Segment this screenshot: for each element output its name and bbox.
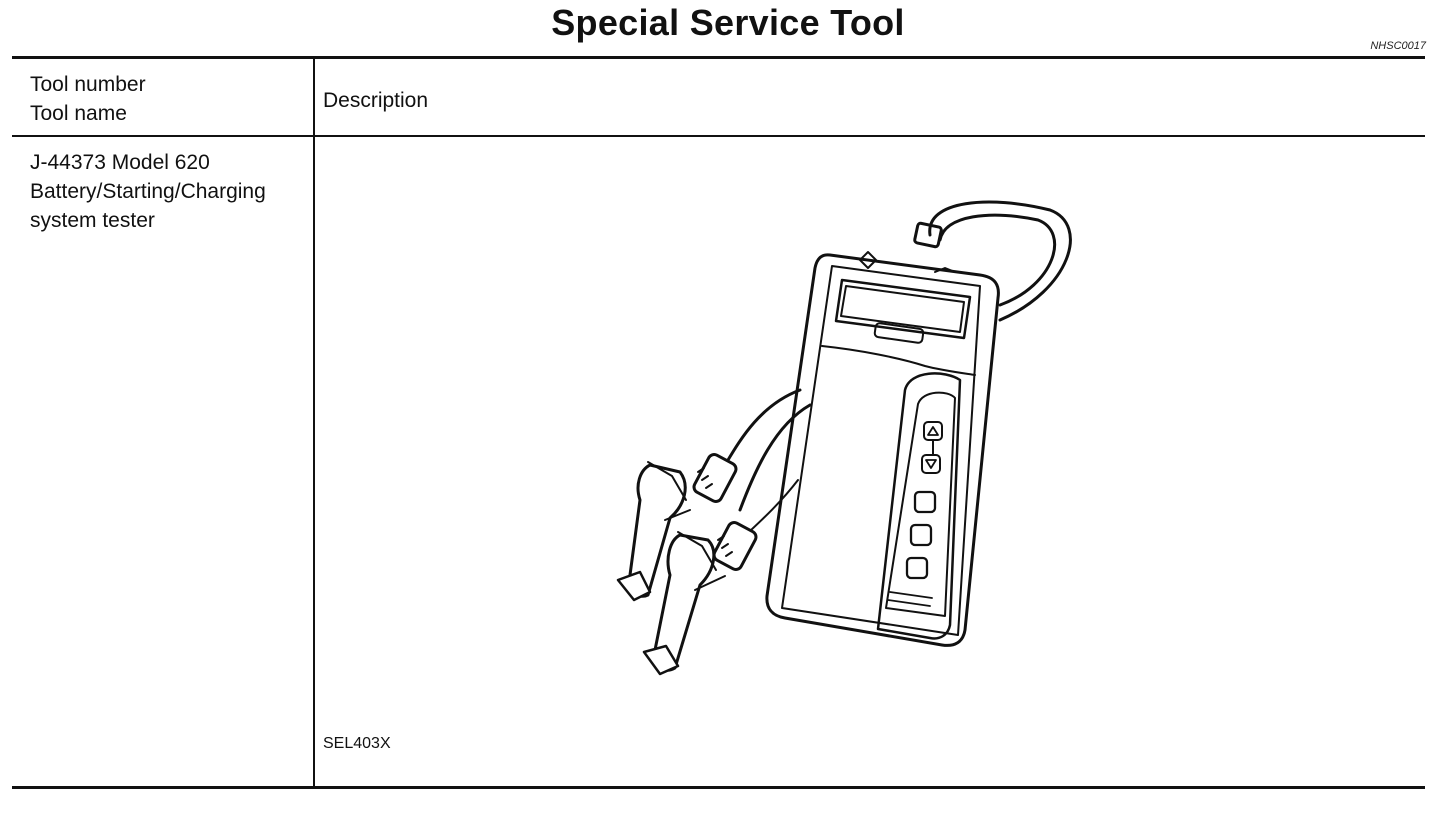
tool-name-line-2: system tester [30, 209, 155, 232]
table-column-divider [313, 58, 315, 788]
header-description: Description [323, 89, 429, 112]
header-tool-number: Tool number [30, 73, 146, 96]
battery-tester-illustration-icon [560, 180, 1120, 690]
header-tool-name: Tool name [30, 102, 127, 125]
table-bottom-rule [12, 786, 1425, 789]
section-code: NHSC0017 [1370, 40, 1426, 52]
table-header-rule [12, 135, 1425, 137]
table-top-rule [12, 56, 1425, 59]
tool-name-line-1: Battery/Starting/Charging [30, 180, 266, 203]
tool-number: J-44373 Model 620 [30, 151, 210, 174]
figure-code: SEL403X [323, 735, 391, 752]
page-title: Special Service Tool [551, 2, 905, 43]
table-row: J-44373 Model 620 Battery/Starting/Charg… [30, 148, 266, 235]
table-header-tool: Tool number Tool name [30, 70, 146, 128]
